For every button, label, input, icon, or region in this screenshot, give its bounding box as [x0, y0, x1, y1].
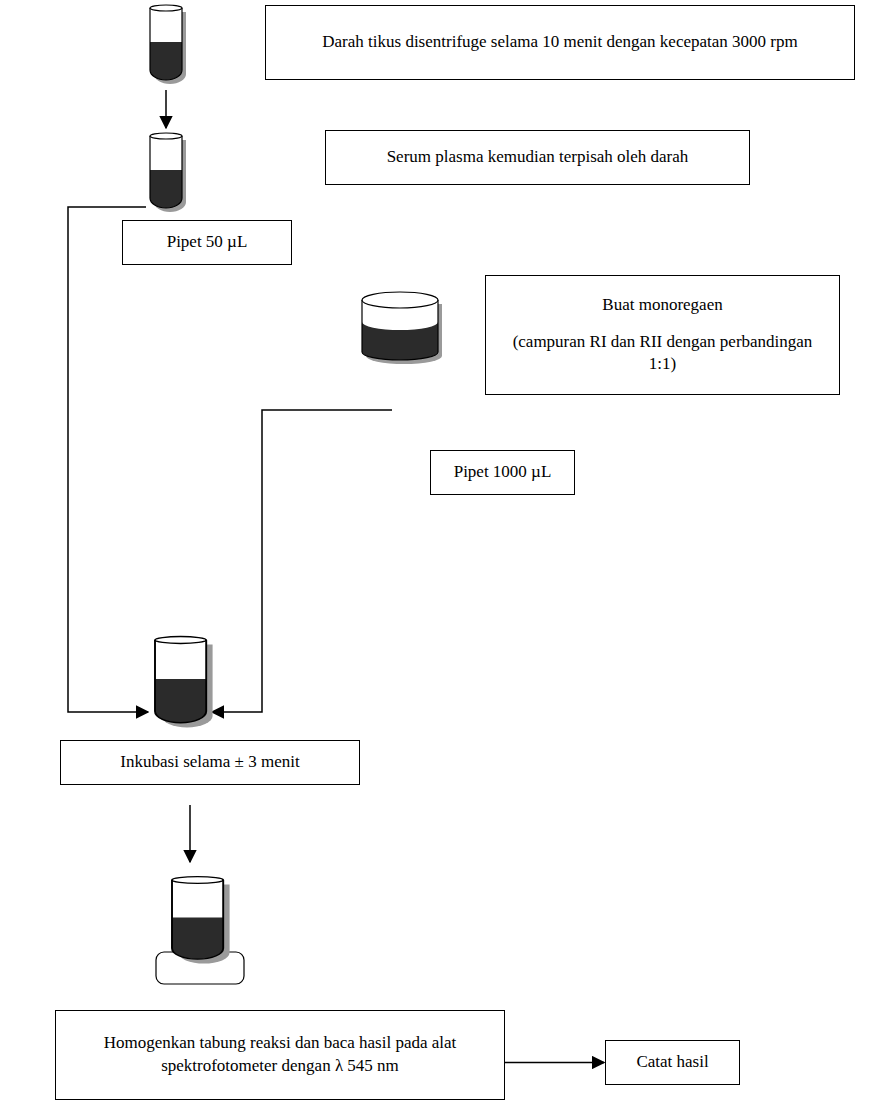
arrow	[189, 805, 191, 862]
process-box: Pipet 50 µL	[122, 220, 292, 265]
box-text: Buat monoregaen	[602, 294, 722, 317]
process-box: Pipet 1000 µL	[430, 450, 575, 495]
box-text: Serum plasma kemudian terpisah oleh dara…	[387, 146, 689, 169]
arrow	[165, 90, 167, 128]
beaker	[362, 292, 442, 364]
test-tube	[150, 5, 186, 84]
process-box: Darah tikus disentrifuge selama 10 menit…	[265, 5, 855, 80]
box-text: Homogenkan tabung reaksi dan baca hasil …	[86, 1032, 474, 1078]
process-box: Catat hasil	[605, 1040, 740, 1085]
process-box: Homogenkan tabung reaksi dan baca hasil …	[55, 1010, 505, 1100]
transfer-line	[212, 410, 392, 712]
process-box: Buat monoregaen (campuran RI dan RII deng…	[485, 275, 840, 395]
test-tube	[172, 877, 230, 964]
transfer-line	[68, 207, 148, 712]
box-text: Darah tikus disentrifuge selama 10 menit…	[322, 31, 797, 54]
flow-arrow	[505, 1062, 604, 1064]
test-tube	[155, 637, 213, 728]
process-box: Serum plasma kemudian terpisah oleh dara…	[325, 130, 750, 185]
process-box: Inkubasi selama ± 3 menit	[60, 740, 360, 785]
box-text: Inkubasi selama ± 3 menit	[120, 751, 299, 774]
box-text: Pipet 1000 µL	[454, 461, 552, 484]
test-tube	[150, 133, 186, 212]
box-text: Pipet 50 µL	[167, 231, 248, 254]
box-text: (campuran RI dan RII dengan perbandingan…	[510, 331, 815, 377]
box-text: Catat hasil	[636, 1051, 708, 1074]
